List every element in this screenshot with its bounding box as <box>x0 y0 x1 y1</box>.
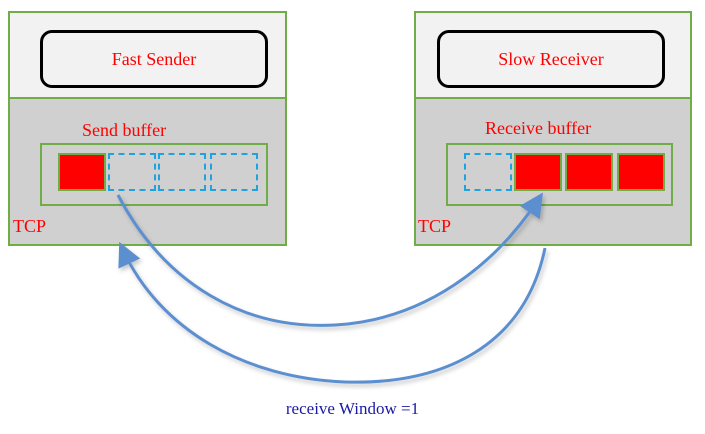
data-segment-arrow <box>116 192 543 327</box>
send-buffer-label: Send buffer <box>82 120 167 140</box>
receive-window-caption: receive Window =1 <box>285 399 420 418</box>
window-update-arrow <box>118 241 547 384</box>
receive-buffer-label: Receive buffer <box>485 118 592 138</box>
receive-buffer-slot-1 <box>464 153 512 191</box>
send-buffer <box>40 143 268 206</box>
sender-app-label: Fast Sender <box>111 48 197 69</box>
receiver-tcp-label: TCP <box>418 216 452 236</box>
receiver-app-label: Slow Receiver <box>498 48 604 69</box>
receive-buffer-slot-3 <box>565 153 613 191</box>
send-buffer-slot-4 <box>210 153 258 191</box>
receive-buffer-slot-4 <box>617 153 665 191</box>
receive-buffer <box>446 143 673 206</box>
send-buffer-slot-1 <box>58 153 106 191</box>
sender-tcp-label: TCP <box>13 216 47 236</box>
receiver-app-box: Slow Receiver <box>437 30 665 88</box>
send-buffer-slot-2 <box>108 153 156 191</box>
send-buffer-slot-3 <box>158 153 206 191</box>
sender-app-box: Fast Sender <box>40 30 268 88</box>
receive-buffer-slot-2 <box>514 153 562 191</box>
